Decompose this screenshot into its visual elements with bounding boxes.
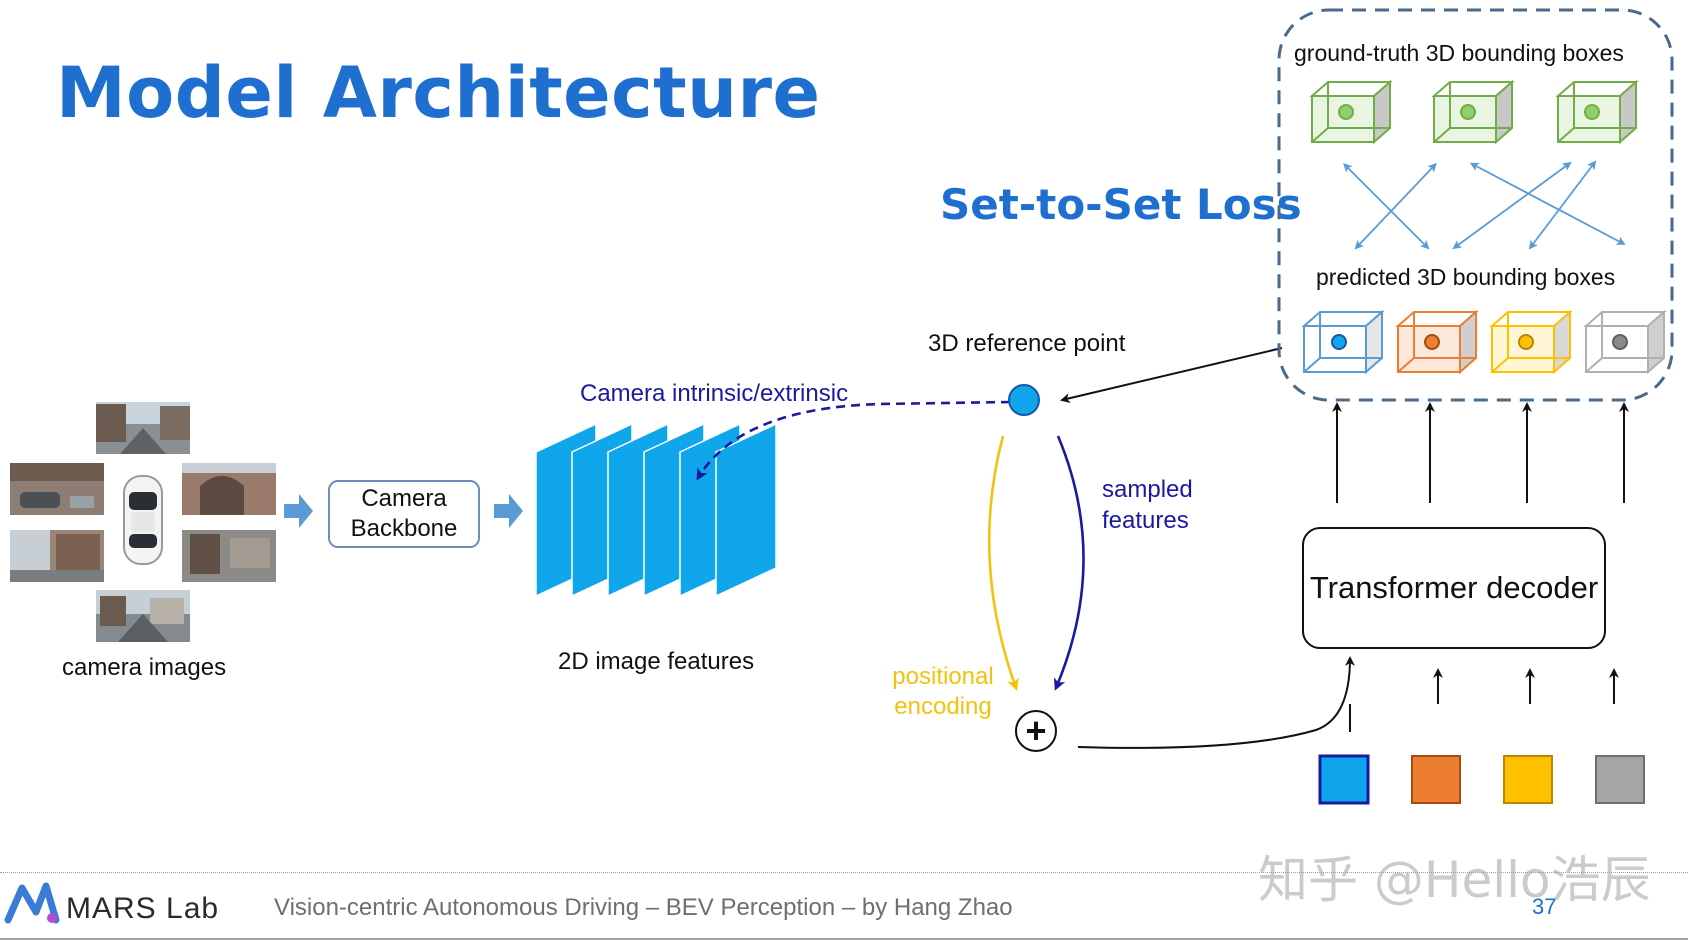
transformer-decoder-label: Transformer decoder — [1309, 570, 1599, 605]
pred-box-blue — [1301, 309, 1385, 375]
car-icon — [123, 475, 163, 565]
camera-images-label: camera images — [62, 654, 227, 681]
watermark: 知乎 @Hello浩辰 — [1258, 851, 1651, 909]
camera-image-front-left — [10, 463, 104, 515]
sampled-features-label: sampled features — [1102, 474, 1193, 536]
camera-image-front — [96, 402, 190, 454]
positional-encoding-line1: positional — [892, 663, 994, 690]
camera-backbone-label-line2: Backbone — [350, 515, 458, 542]
slide-bottom-border — [0, 938, 1688, 940]
camera-backbone-box: Camera Backbone — [328, 480, 480, 548]
sampled-features-line1: sampled — [1102, 476, 1193, 503]
footer-divider — [0, 872, 1688, 873]
mars-lab-logo-icon — [4, 882, 60, 924]
query-square-yellow — [1503, 755, 1553, 804]
positional-encoding-line2: encoding — [894, 693, 992, 720]
gt-box-3 — [1555, 79, 1639, 145]
camera-backbone-label-line1: Camera — [361, 485, 447, 512]
projection-arrow — [696, 400, 1011, 481]
positional-encoding-label: positional encoding — [884, 662, 1002, 722]
set-to-set-loss-title: Set-to-Set Loss — [940, 180, 1302, 229]
plus-symbol: + — [1025, 710, 1047, 751]
camera-image-back-right — [182, 530, 276, 582]
image-features-label: 2D image features — [558, 648, 755, 675]
gt-box-1 — [1309, 79, 1393, 145]
matching-arrows — [1343, 160, 1626, 250]
reference-point-label: 3D reference point — [928, 330, 1126, 357]
block-arrow-to-backbone — [284, 494, 313, 528]
positional-encoding-arrow — [987, 435, 1019, 691]
slide-title: Model Architecture — [56, 52, 821, 134]
sum-circle — [1015, 710, 1057, 752]
query-square-gray — [1595, 755, 1645, 804]
camera-image-back — [96, 590, 190, 642]
sampled-features-line2: features — [1102, 507, 1189, 534]
query-square-blue — [1318, 754, 1370, 805]
query-square-orange — [1411, 755, 1461, 804]
pred-boxes-label: predicted 3D bounding boxes — [1316, 264, 1616, 290]
camera-params-label: Camera intrinsic/extrinsic — [580, 380, 849, 407]
sum-to-decoder-arrow — [1077, 656, 1355, 749]
gt-boxes-label: ground-truth 3D bounding boxes — [1294, 40, 1624, 66]
camera-image-front-right — [182, 463, 276, 515]
loss-region-border — [1277, 8, 1674, 402]
pred-box-gray — [1583, 309, 1667, 375]
sampled-features-arrow — [1053, 435, 1085, 691]
pred-box-orange — [1395, 309, 1479, 375]
block-arrow-to-features — [494, 494, 523, 528]
feature-map-stack — [535, 422, 777, 598]
footer-caption: Vision-centric Autonomous Driving – BEV … — [274, 894, 1013, 921]
camera-images-group — [10, 402, 276, 642]
lab-name: MARS Lab — [66, 892, 220, 925]
box-to-reference-arrow — [1060, 347, 1283, 404]
reference-point-dot — [1008, 384, 1040, 416]
camera-image-back-left — [10, 530, 104, 582]
gt-box-2 — [1431, 79, 1515, 145]
page-number: 37 — [1532, 894, 1557, 919]
pred-box-yellow — [1489, 309, 1573, 375]
transformer-decoder-box: Transformer decoder — [1302, 527, 1606, 649]
